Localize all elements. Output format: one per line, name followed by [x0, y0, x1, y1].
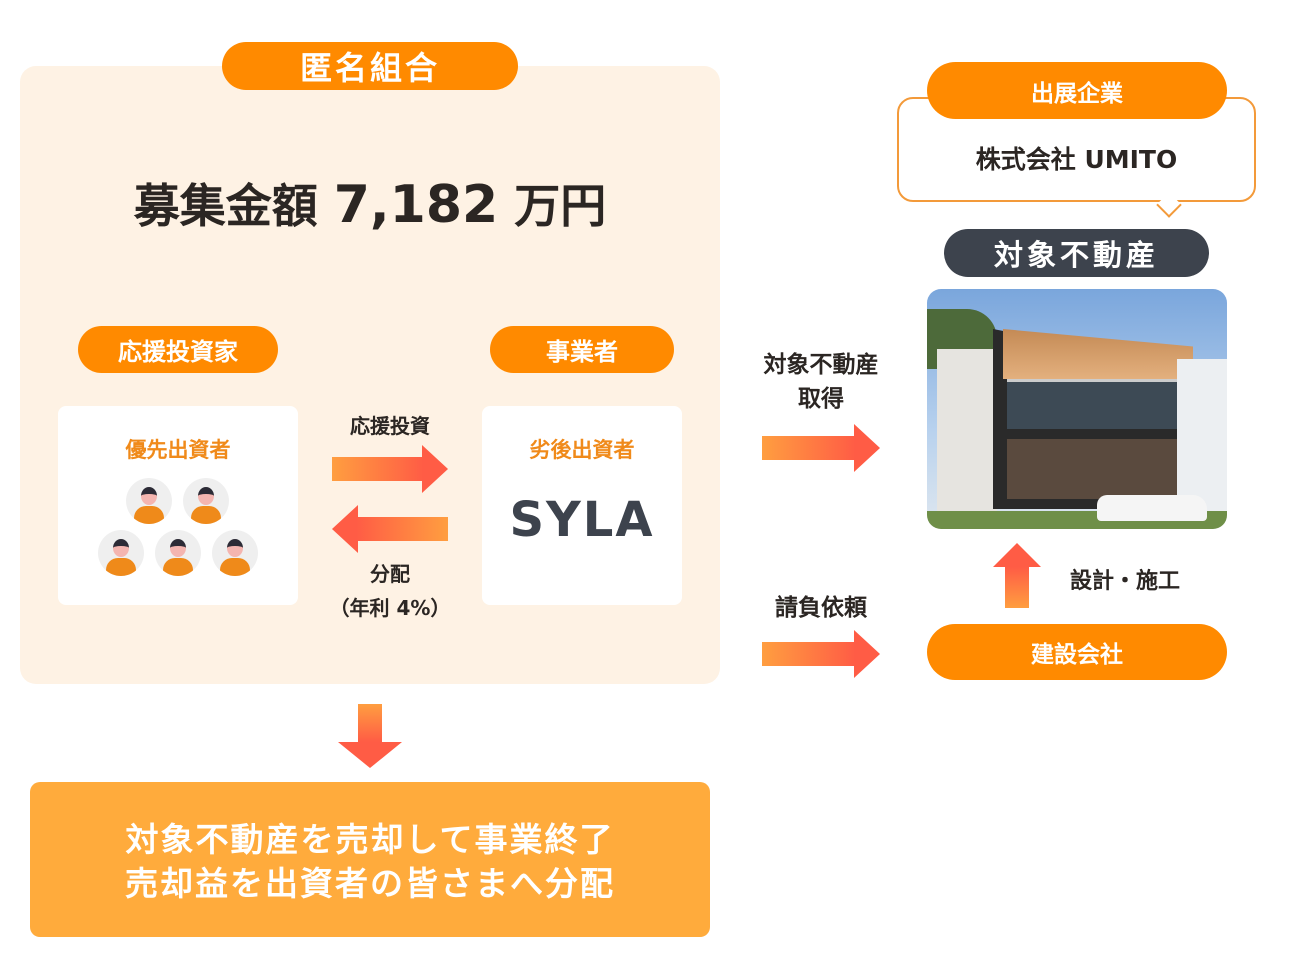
- investor-avatar-icon: [212, 530, 258, 576]
- funding-amount: 募集金額 7,182 万円: [20, 170, 720, 236]
- invest-arrow-icon: [332, 445, 448, 493]
- investor-avatar-icon: [126, 478, 172, 524]
- down-arrow-icon: [338, 704, 402, 768]
- senior-investor-title: 優先出資者: [125, 438, 231, 462]
- investor-avatar-icon: [155, 530, 201, 576]
- distribute-label: 分配: [370, 562, 410, 586]
- invest-flow-label: 応援投資: [350, 414, 430, 438]
- outcome-line-1: 対象不動産を売却して事業終了: [125, 820, 615, 859]
- anonymous-partnership-title: 匿名組合: [222, 42, 518, 90]
- syla-logo: SYLA: [509, 492, 655, 548]
- property-photo: [927, 289, 1227, 529]
- acquire-label-line-2: 取得: [798, 386, 844, 412]
- subordinate-investor-card: 劣後出資者 SYLA: [482, 406, 682, 605]
- up-arrow-icon: [993, 543, 1041, 608]
- amount-unit: 万円: [514, 179, 607, 233]
- builder-label: 建設会社: [927, 624, 1227, 680]
- investor-avatar-icon: [98, 530, 144, 576]
- acquire-label-line-1: 対象不動産: [763, 352, 879, 378]
- contract-label: 請負依頼: [775, 595, 867, 621]
- property-label: 対象不動産: [944, 229, 1209, 277]
- investor-avatar-icon: [183, 478, 229, 524]
- distribute-arrow-icon: [332, 505, 448, 553]
- construction-label: 設計・施工: [1069, 569, 1180, 594]
- subordinate-investor-title: 劣後出資者: [529, 438, 635, 462]
- operator-header: 事業者: [490, 326, 674, 373]
- contract-arrow-icon: [762, 630, 880, 678]
- interest-rate-label: （年利 4%）: [329, 596, 451, 620]
- amount-label: 募集金額: [133, 179, 318, 233]
- acquire-arrow-icon: [762, 424, 880, 472]
- amount-value: 7,182: [333, 175, 499, 235]
- outcome-line-2: 売却益を出資者の皆さまへ分配: [125, 864, 615, 903]
- senior-investor-card: 優先出資者: [58, 406, 298, 605]
- exhibitor-header: 出展企業: [927, 62, 1227, 119]
- exhibitor-company: 株式会社 UMITO: [975, 145, 1178, 174]
- investors-header: 応援投資家: [78, 326, 278, 373]
- outcome-box: 対象不動産を売却して事業終了 売却益を出資者の皆さまへ分配: [30, 782, 710, 937]
- acquire-label: 対象不動産 取得: [748, 348, 894, 416]
